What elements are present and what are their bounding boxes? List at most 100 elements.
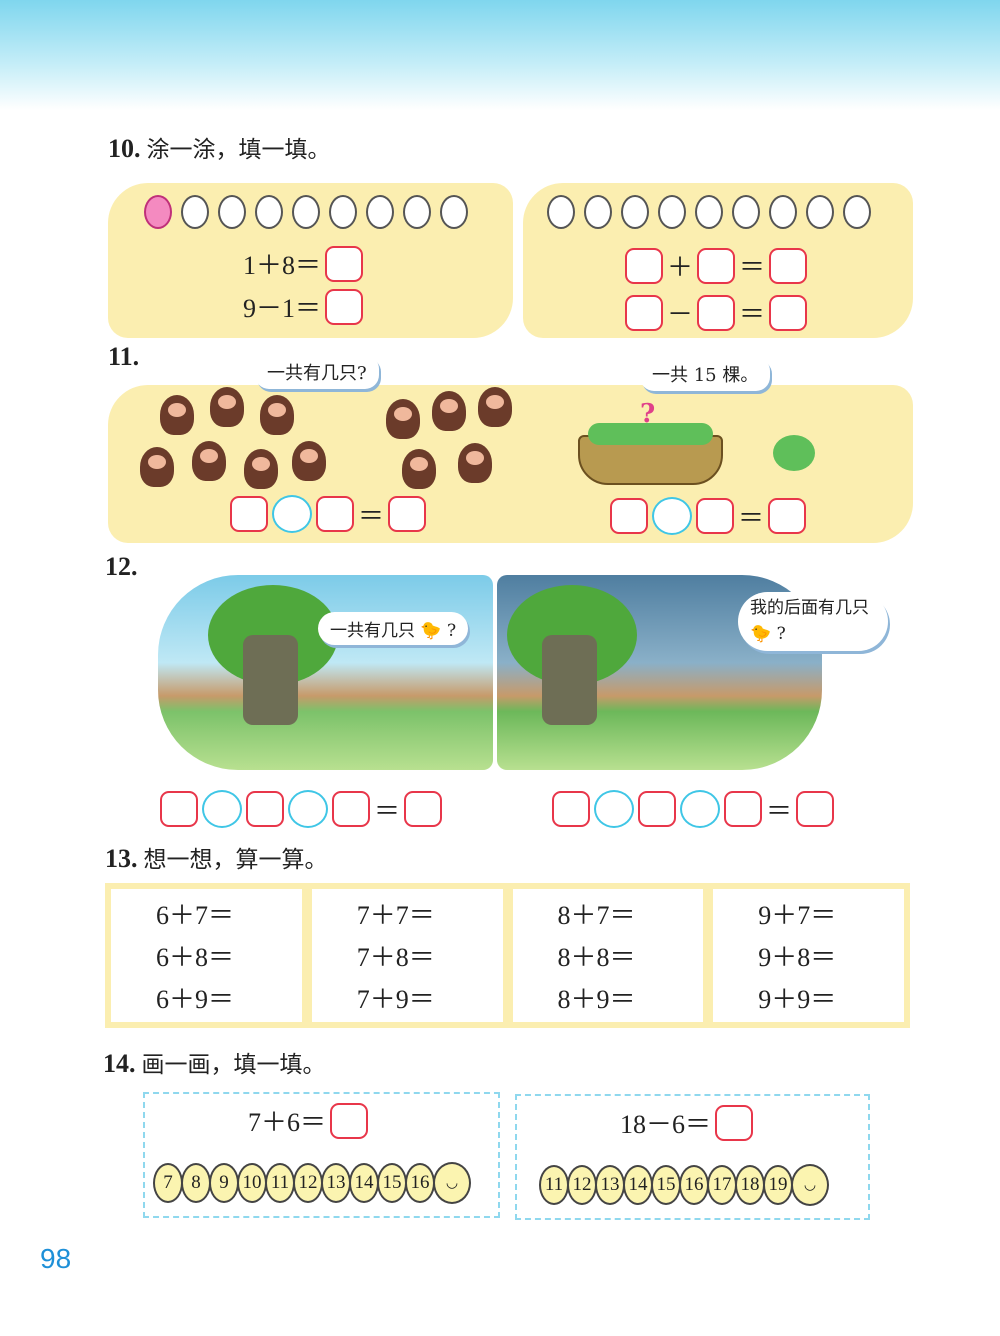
caterpillar-head-icon: ◡ bbox=[791, 1164, 829, 1206]
caterpillar-segment[interactable]: 14 bbox=[349, 1163, 379, 1203]
q14-title: 14.画一画，填一填。 bbox=[103, 1049, 326, 1078]
candy-icon[interactable] bbox=[843, 195, 871, 229]
cabbage-icon bbox=[773, 435, 815, 471]
operator-circle[interactable] bbox=[288, 790, 328, 828]
candy-icon[interactable] bbox=[366, 195, 394, 229]
caterpillar-segment[interactable]: 12 bbox=[293, 1163, 323, 1203]
answer-box[interactable] bbox=[160, 791, 198, 827]
candy-icon[interactable] bbox=[440, 195, 468, 229]
caterpillar-segment[interactable]: 16 bbox=[405, 1163, 435, 1203]
candy-icon[interactable] bbox=[255, 195, 283, 229]
monkey-icon bbox=[478, 387, 512, 427]
caterpillar-segment[interactable]: 15 bbox=[651, 1165, 681, 1205]
equals-sign: ＝ bbox=[766, 796, 793, 826]
caterpillar-segment[interactable]: 13 bbox=[321, 1163, 351, 1203]
answer-box[interactable] bbox=[552, 791, 590, 827]
caterpillar-segment[interactable]: 11 bbox=[539, 1165, 569, 1205]
scene-left-sunny bbox=[158, 575, 493, 770]
operator-circle[interactable] bbox=[652, 497, 692, 535]
equals-sign: ＝ bbox=[358, 501, 385, 531]
operator-circle[interactable] bbox=[680, 790, 720, 828]
monkey-icon bbox=[292, 441, 326, 481]
candy-row bbox=[547, 195, 880, 233]
caterpillar-segment[interactable]: 18 bbox=[735, 1165, 765, 1205]
monkey-icon bbox=[386, 399, 420, 439]
answer-box[interactable] bbox=[330, 1102, 369, 1139]
caterpillar-segment[interactable]: 7 bbox=[153, 1163, 183, 1203]
candy-icon[interactable] bbox=[695, 195, 723, 229]
candy-icon[interactable] bbox=[584, 195, 612, 229]
problem: 6＋8＝ bbox=[156, 942, 235, 972]
caterpillar-segment[interactable]: 11 bbox=[265, 1163, 295, 1203]
problem: 8＋7＝ bbox=[557, 901, 636, 931]
problem: 7＋8＝ bbox=[356, 942, 435, 972]
candy-icon[interactable] bbox=[621, 195, 649, 229]
caterpillar-segment[interactable]: 13 bbox=[595, 1165, 625, 1205]
candy-icon[interactable] bbox=[144, 195, 172, 229]
candy-icon[interactable] bbox=[329, 195, 357, 229]
tree-trunk bbox=[542, 635, 597, 725]
candy-icon[interactable] bbox=[547, 195, 575, 229]
answer-box[interactable] bbox=[325, 245, 364, 282]
answer-box[interactable] bbox=[715, 1104, 754, 1141]
answer-box[interactable] bbox=[724, 791, 762, 827]
answer-box[interactable] bbox=[769, 294, 808, 331]
candy-icon[interactable] bbox=[658, 195, 686, 229]
equation-text: 9－1＝ bbox=[243, 294, 322, 323]
plus-sign: ＋ bbox=[667, 253, 694, 282]
answer-box[interactable] bbox=[769, 247, 808, 284]
question-mark-icon: ? bbox=[640, 399, 656, 429]
answer-box[interactable] bbox=[697, 247, 736, 284]
caterpillar-segment[interactable]: 17 bbox=[707, 1165, 737, 1205]
answer-box[interactable] bbox=[230, 496, 268, 532]
equation: ＝ bbox=[552, 790, 835, 828]
caterpillar-segment[interactable]: 12 bbox=[567, 1165, 597, 1205]
answer-box[interactable] bbox=[768, 498, 807, 534]
monkey-icon bbox=[458, 443, 492, 483]
operator-circle[interactable] bbox=[202, 790, 242, 828]
candy-icon[interactable] bbox=[218, 195, 246, 229]
answer-box[interactable] bbox=[246, 791, 284, 827]
candy-icon[interactable] bbox=[403, 195, 431, 229]
answer-box[interactable] bbox=[796, 791, 835, 827]
equation: 18－6＝ bbox=[620, 1104, 754, 1141]
q10-title: 10.涂一涂，填一填。 bbox=[108, 134, 331, 163]
candy-icon[interactable] bbox=[732, 195, 760, 229]
caterpillar-segment[interactable]: 15 bbox=[377, 1163, 407, 1203]
q11-panel: ? ＝ ＝ bbox=[108, 385, 913, 543]
q13-title: 13.想一想，算一算。 bbox=[105, 844, 328, 873]
candy-icon[interactable] bbox=[292, 195, 320, 229]
answer-box[interactable] bbox=[316, 496, 354, 532]
answer-box[interactable] bbox=[332, 791, 370, 827]
caterpillar-segment[interactable]: 8 bbox=[181, 1163, 211, 1203]
answer-box[interactable] bbox=[325, 288, 364, 325]
candy-icon[interactable] bbox=[181, 195, 209, 229]
operator-circle[interactable] bbox=[594, 790, 634, 828]
answer-box[interactable] bbox=[404, 791, 443, 827]
answer-box[interactable] bbox=[610, 498, 648, 534]
candy-icon[interactable] bbox=[806, 195, 834, 229]
problem-column: 8＋7＝8＋8＝8＋9＝ bbox=[512, 889, 704, 1022]
problem: 7＋7＝ bbox=[356, 901, 435, 931]
caterpillar-segment[interactable]: 14 bbox=[623, 1165, 653, 1205]
answer-box[interactable] bbox=[625, 294, 663, 331]
equation: ＋＝ bbox=[625, 247, 808, 284]
caterpillar-segment[interactable]: 10 bbox=[237, 1163, 267, 1203]
caterpillar-segment[interactable]: 19 bbox=[763, 1165, 793, 1205]
equation: 1＋8＝ bbox=[243, 245, 364, 282]
candy-icon[interactable] bbox=[769, 195, 797, 229]
speech-bubble: 我的后面有几只 🐤 ? bbox=[738, 592, 888, 651]
monkey-icon bbox=[432, 391, 466, 431]
answer-box[interactable] bbox=[697, 294, 736, 331]
caterpillar-segment[interactable]: 9 bbox=[209, 1163, 239, 1203]
answer-box[interactable] bbox=[625, 247, 663, 284]
answer-box[interactable] bbox=[696, 498, 734, 534]
answer-box[interactable] bbox=[388, 496, 427, 532]
caterpillar-segment[interactable]: 16 bbox=[679, 1165, 709, 1205]
answer-box[interactable] bbox=[638, 791, 676, 827]
operator-circle[interactable] bbox=[272, 495, 312, 533]
equals-sign: ＝ bbox=[738, 503, 765, 533]
